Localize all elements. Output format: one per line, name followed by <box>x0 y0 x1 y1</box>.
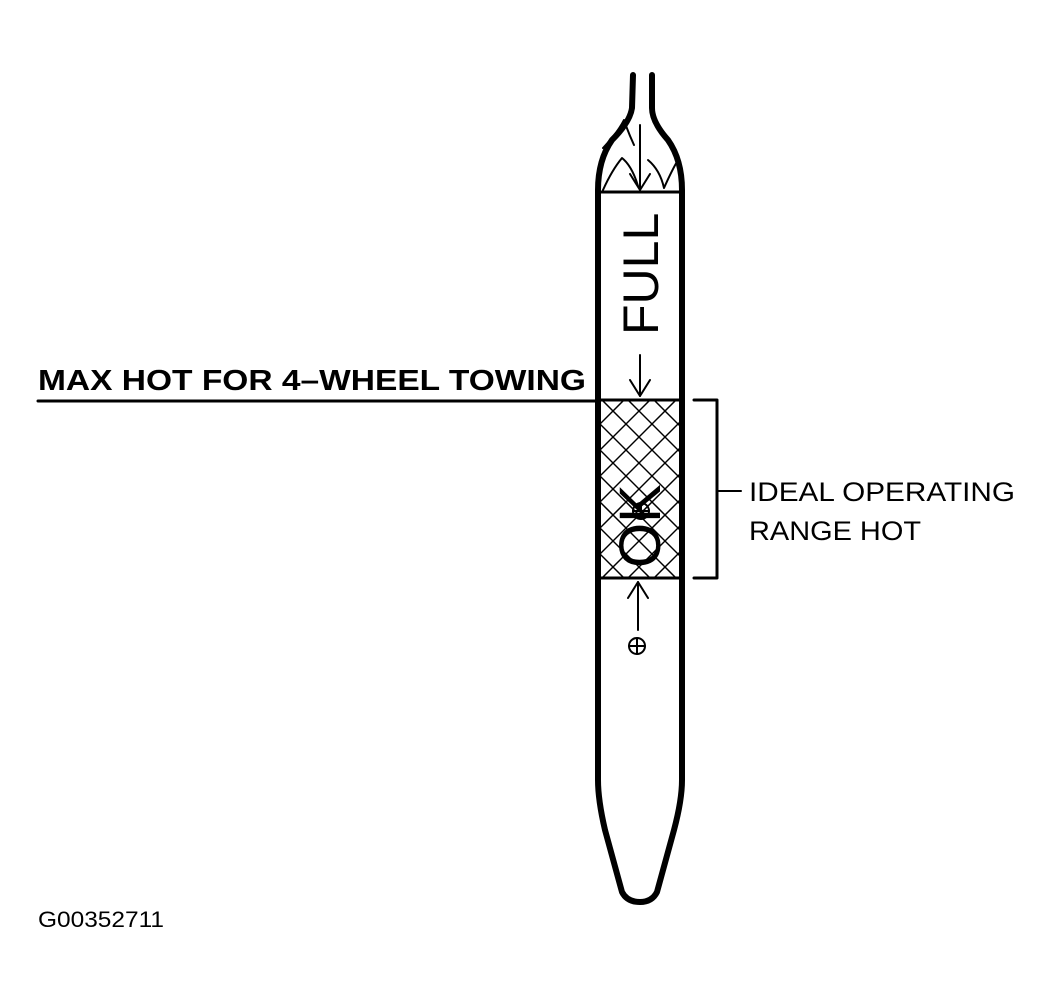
max-hot-label: MAX HOT FOR 4–WHEEL TOWING <box>38 365 586 397</box>
ok-zone-border <box>596 398 684 580</box>
hatch-line <box>601 400 682 482</box>
hatch-line <box>598 418 682 506</box>
full-mark-arrows <box>596 124 684 397</box>
ok-label: OK <box>608 484 673 568</box>
circle-plus-icon <box>632 502 650 520</box>
ideal-range-label-line1: IDEAL OPERATING <box>749 477 1015 507</box>
hatch-line <box>598 498 677 578</box>
circle-plus-icon <box>628 637 646 655</box>
hatch-line <box>598 470 682 558</box>
hatch-line <box>627 400 682 456</box>
ideal-range-bracket <box>692 398 742 580</box>
ok-zone-crosshatch <box>598 400 682 578</box>
dipstick-outline <box>595 72 685 905</box>
hatch-line <box>601 496 682 578</box>
ideal-range-label-line2: RANGE HOT <box>749 516 921 546</box>
hatch-line <box>598 444 682 532</box>
hatch-line <box>598 400 677 480</box>
hatch-line <box>598 524 651 578</box>
add-mark-arrow <box>627 581 649 631</box>
hatch-line <box>598 576 599 578</box>
figure-id: G00352711 <box>38 907 164 932</box>
hatch-line <box>627 522 682 578</box>
hatch-line <box>598 400 651 454</box>
hatch-line <box>598 400 599 402</box>
full-label: FULL <box>613 213 669 335</box>
